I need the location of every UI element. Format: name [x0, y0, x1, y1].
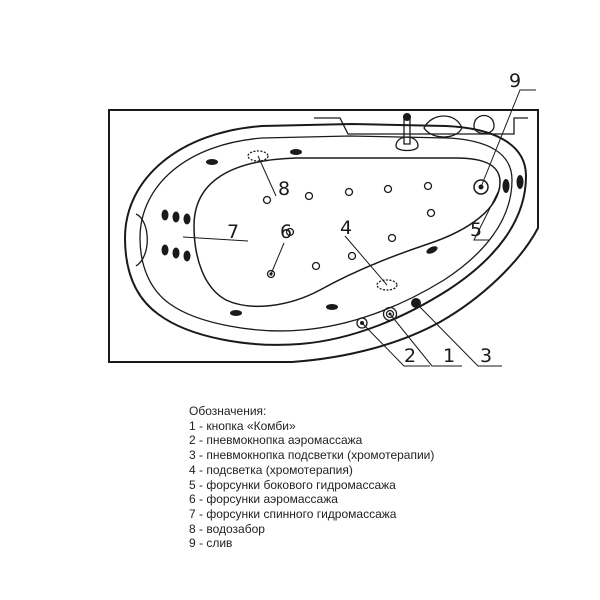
bathtub-outer-rim [108, 109, 539, 363]
button-1-icon [382, 306, 398, 322]
legend-item: 8 - водозабор [189, 521, 265, 536]
legend-item: 2 - пневмокнопка аэромассажа [189, 433, 363, 448]
control-buttons [356, 298, 421, 329]
button-2-icon [356, 317, 368, 329]
legend-item: 4 - подсветка (хромотерапия) [189, 462, 353, 477]
aero-jets [262, 181, 436, 279]
legend-item: 6 - форсунки аэромассажа [189, 492, 338, 507]
side-jets [502, 175, 524, 193]
legend: Обозначения: 1 - кнопка «Комби» 2 - пнев… [189, 404, 434, 551]
callout-6: 6 [280, 221, 292, 243]
back-jets [161, 209, 191, 262]
faucet-icon [395, 115, 419, 152]
faucet-knob-icon [403, 113, 411, 121]
bathtub-bowl-outer [123, 122, 528, 346]
callout-4: 4 [340, 217, 352, 239]
shower-holder-icon [473, 114, 495, 135]
rim-jets [206, 149, 438, 316]
legend-title: Обозначения: [189, 404, 267, 418]
water-intake-icon [247, 150, 269, 162]
legend-item: 7 - форсунки спинного гидромассажа [189, 506, 397, 521]
chromotherapy-light-icon [376, 279, 398, 291]
bathtub-headrest [135, 213, 148, 267]
bathtub-bowl-step [139, 135, 513, 332]
spout-icon [423, 115, 463, 138]
callout-8: 8 [278, 178, 290, 200]
callout-9: 9 [509, 70, 521, 92]
callout-2: 2 [404, 345, 416, 367]
legend-item: 9 - слив [189, 536, 233, 551]
legend-item: 3 - пневмокнопка подсветки (хромотерапии… [189, 448, 435, 463]
legend-item: 1 - кнопка «Комби» [189, 418, 296, 433]
legend-list: 1 - кнопка «Комби» 2 - пневмокнопка аэро… [189, 419, 434, 551]
drain-icon [473, 179, 489, 195]
callout-3: 3 [480, 345, 492, 367]
callout-7: 7 [227, 221, 239, 243]
leader-lines [182, 89, 536, 367]
bathtub-diagram: 1 2 3 4 5 6 7 8 9 [108, 70, 539, 367]
callout-5: 5 [470, 219, 482, 241]
bathtub-inner-floor [193, 157, 501, 308]
callout-1: 1 [443, 345, 455, 367]
legend-item: 5 - форсунки бокового гидромассажа [189, 477, 396, 492]
